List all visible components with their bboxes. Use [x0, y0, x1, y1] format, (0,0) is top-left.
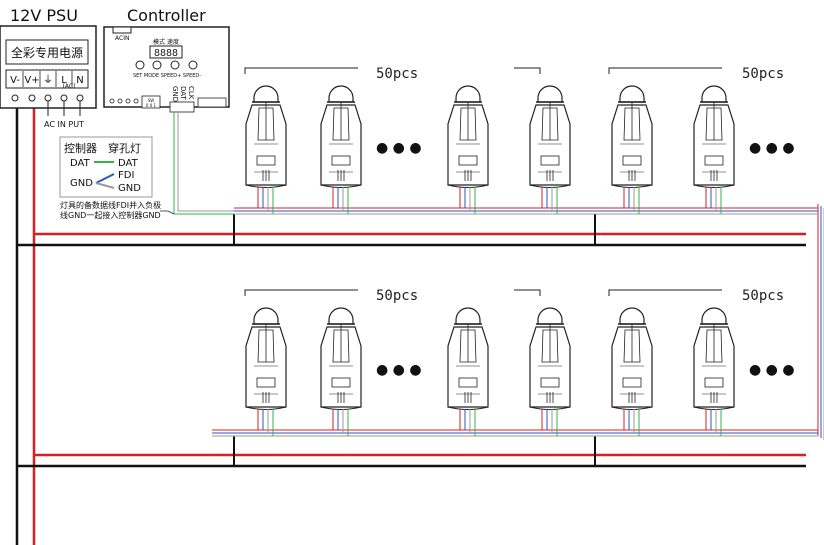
controller: Controller ACIN 模式 速度 8888 SET MODE SPEE… [103, 6, 230, 113]
strand-row-2: 50pcs 50pcs ● ● ● ● ● ● [212, 288, 818, 437]
strand-wires [212, 429, 818, 437]
button [170, 60, 180, 70]
ellipsis: ● ● ● [749, 140, 795, 156]
psu-terminal: V- [10, 75, 20, 86]
legend-blue-line [95, 173, 115, 184]
pixel-module [447, 85, 489, 215]
controller-title: Controller [127, 6, 206, 25]
legend-gnd-right: GND [118, 183, 141, 194]
psu-screws [11, 94, 84, 102]
count-label: 50pcs [376, 288, 418, 304]
legend-dat-right: DAT [118, 158, 139, 169]
count-markers [244, 67, 722, 74]
legend-header-left: 控制器 [64, 141, 97, 155]
psu-terminals: V- V+ ⏚ L N (AC) [10, 71, 84, 90]
psu-label-box [5, 39, 89, 65]
strand-row-1: 50pcs 50pcs ● ● ● ● ● ● [234, 66, 818, 215]
ellipsis: ● ● ● [376, 140, 422, 156]
legend-gnd-left: GND [70, 178, 93, 189]
psu-terminal: L [61, 75, 67, 86]
pixel-module [320, 85, 362, 215]
psu-input-label: AC IN PUT [44, 120, 84, 129]
count-markers [244, 289, 722, 296]
controller-display [149, 45, 183, 59]
psu: 12V PSU 全彩专用电源 V- V+ ⏚ L N (AC) AC IN PU… [0, 6, 97, 129]
button [152, 60, 162, 70]
controller-switch-digits: 0 0 1 [146, 103, 157, 108]
psu-title: 12V PSU [10, 6, 78, 25]
psu-ac-note: (AC) [63, 83, 76, 90]
pixel-module [611, 307, 653, 437]
controller-box [103, 26, 230, 108]
pixel-module [529, 85, 571, 215]
pixel-module [693, 85, 735, 215]
controller-dip-switch [141, 95, 161, 109]
legend-header-right: 穿孔灯 [108, 141, 141, 155]
controller-button-labels: SET MODE SPEED+ SPEED- [133, 73, 201, 79]
pixel-module [529, 307, 571, 437]
controller-pin: GND [171, 86, 179, 102]
legend-fdi-right: FDI [118, 170, 134, 181]
pixel-module [447, 307, 489, 437]
controller-buttons [135, 60, 198, 70]
controller-acin: ACIN [115, 35, 129, 42]
legend-dat-left: DAT [70, 158, 91, 169]
pixel-module [693, 307, 735, 437]
controller-pin-block [169, 101, 195, 113]
legend-gray-line [95, 182, 115, 189]
controller-display-digits: 8888 [154, 48, 178, 59]
legend-note-line2: 线GND一起接入控制器GND [60, 210, 161, 220]
legend-box [59, 136, 153, 198]
controller-pin: CLK [187, 86, 195, 100]
legend: 控制器 穿孔灯 DAT DAT FDI GND GND 灯具的备数据线FDI并入… [59, 136, 175, 220]
psu-label: 全彩专用电源 [11, 45, 83, 60]
legend-note-line1: 灯具的备数据线FDI并入负极 [60, 200, 161, 210]
controller-switch-label: SW [148, 98, 155, 103]
pixel-module [611, 85, 653, 215]
count-label: 50pcs [742, 66, 784, 82]
count-label: 50pcs [376, 66, 418, 82]
psu-terminal: N [76, 75, 83, 86]
button [188, 60, 198, 70]
psu-terminal: V+ [24, 75, 39, 86]
strand-wires [234, 207, 818, 215]
controller-data-leads [173, 112, 234, 215]
ellipsis: ● ● ● [376, 362, 422, 378]
psu-terminal-strip [5, 69, 89, 89]
controller-pin: DAT [179, 86, 187, 101]
psu-terminal: ⏚ [43, 74, 53, 86]
pixel-module [245, 85, 287, 215]
pixel-module [245, 307, 287, 437]
ellipsis: ● ● ● [749, 362, 795, 378]
power-bus [15, 105, 824, 545]
count-label: 50pcs [742, 288, 784, 304]
pixel-module [320, 307, 362, 437]
button [135, 60, 145, 70]
controller-mode-text: 模式 速度 [153, 38, 179, 46]
